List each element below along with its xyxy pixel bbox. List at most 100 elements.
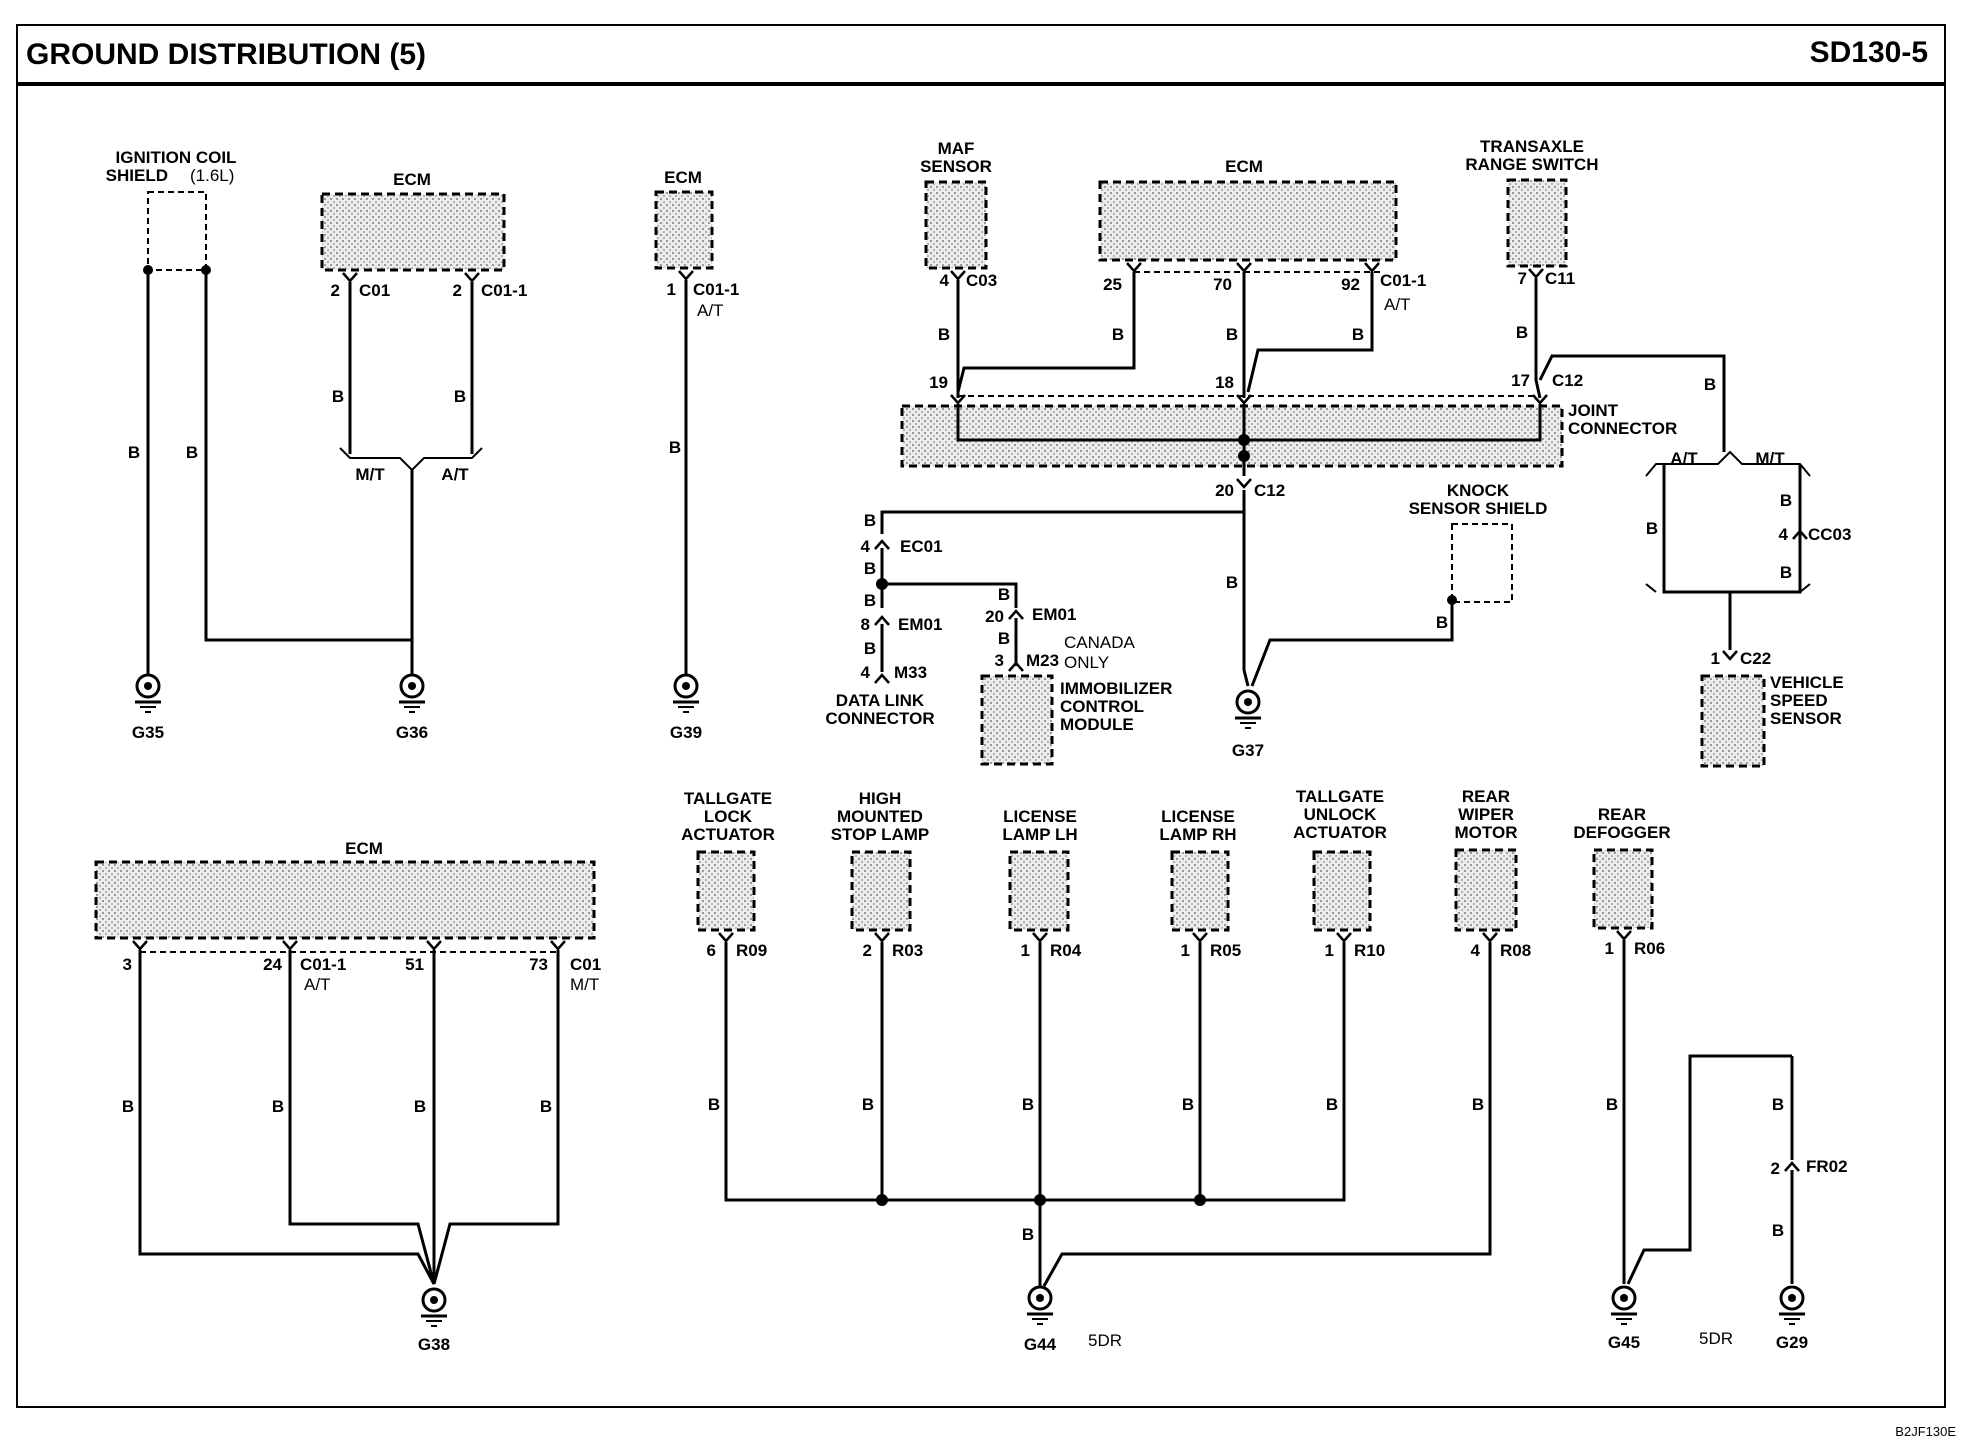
svg-text:KNOCK: KNOCK (1447, 481, 1510, 500)
document-id: B2JF130E (1895, 1424, 1956, 1439)
svg-text:C22: C22 (1740, 649, 1771, 668)
ecm-bottom-left: ECM (94, 839, 596, 940)
svg-text:IGNITION COIL: IGNITION COIL (116, 148, 237, 167)
svg-text:B: B (998, 585, 1010, 604)
svg-text:B: B (1112, 325, 1124, 344)
svg-text:C01-1: C01-1 (1380, 271, 1426, 290)
svg-text:M/T: M/T (355, 465, 385, 484)
svg-text:4: 4 (1779, 525, 1789, 544)
svg-text:C12: C12 (1254, 481, 1285, 500)
svg-text:G35: G35 (132, 723, 164, 742)
svg-text:1: 1 (1325, 941, 1334, 960)
joint-connector: JOINT CONNECTOR (900, 393, 1677, 476)
svg-text:B: B (669, 438, 681, 457)
ground-g29: G29 (1776, 1285, 1808, 1352)
svg-text:A/T: A/T (1670, 449, 1698, 468)
vehicle-speed-sensor: VEHICLE SPEED SENSOR (1700, 673, 1844, 768)
svg-text:C01-1: C01-1 (693, 280, 739, 299)
transaxle-range-switch: TRANSAXLE RANGE SWITCH (1465, 137, 1599, 268)
svg-text:20: 20 (1215, 481, 1234, 500)
section-code: SD130-5 (1809, 36, 1928, 69)
svg-text:1: 1 (1711, 649, 1720, 668)
svg-text:B: B (708, 1095, 720, 1114)
svg-text:ACTUATOR: ACTUATOR (1293, 823, 1387, 842)
svg-text:C01-1: C01-1 (481, 281, 527, 300)
svg-text:DEFOGGER: DEFOGGER (1573, 823, 1670, 842)
svg-text:A/T: A/T (697, 301, 723, 320)
svg-text:MODULE: MODULE (1060, 715, 1134, 734)
svg-text:73: 73 (529, 955, 548, 974)
svg-text:B: B (1436, 613, 1448, 632)
svg-text:B: B (1704, 375, 1716, 394)
svg-text:B: B (1182, 1095, 1194, 1114)
svg-text:ECM: ECM (345, 839, 383, 858)
svg-text:1: 1 (1181, 941, 1190, 960)
ignition-coil-shield: IGNITION COIL SHIELD (1.6L) (106, 148, 237, 275)
immobilizer-control-module: IMMOBILIZER CONTROL MODULE (980, 674, 1172, 766)
svg-text:TALLGATE: TALLGATE (1296, 787, 1384, 806)
svg-text:EC01: EC01 (900, 537, 943, 556)
svg-text:G37: G37 (1232, 741, 1264, 760)
svg-text:1: 1 (1605, 939, 1614, 958)
svg-text:MAF: MAF (938, 139, 975, 158)
svg-text:ECM: ECM (664, 168, 702, 187)
svg-text:B: B (1606, 1095, 1618, 1114)
svg-text:CONNECTOR: CONNECTOR (1568, 419, 1677, 438)
svg-text:B: B (186, 443, 198, 462)
svg-text:ECM: ECM (393, 170, 431, 189)
svg-text:24: 24 (263, 955, 282, 974)
svg-text:VEHICLE: VEHICLE (1770, 673, 1844, 692)
svg-text:G39: G39 (670, 723, 702, 742)
svg-text:2: 2 (863, 941, 872, 960)
svg-text:FR02: FR02 (1806, 1157, 1848, 1176)
svg-text:G36: G36 (396, 723, 428, 742)
svg-text:8: 8 (861, 615, 870, 634)
svg-text:ECM: ECM (1225, 157, 1263, 176)
svg-text:B: B (122, 1097, 134, 1116)
svg-text:SENSOR: SENSOR (920, 157, 992, 176)
svg-text:LAMP RH: LAMP RH (1159, 825, 1236, 844)
page-title: GROUND DISTRIBUTION (5) (26, 38, 426, 71)
svg-text:B: B (272, 1097, 284, 1116)
svg-text:B: B (540, 1097, 552, 1116)
svg-text:R06: R06 (1634, 939, 1665, 958)
svg-text:STOP LAMP: STOP LAMP (831, 825, 930, 844)
svg-text:RANGE SWITCH: RANGE SWITCH (1465, 155, 1598, 174)
diagram-frame (16, 24, 1946, 1408)
svg-text:M/T: M/T (570, 975, 599, 994)
ground-g36: G36 (396, 673, 428, 742)
svg-text:ONLY: ONLY (1064, 653, 1109, 672)
tallgate-unlock-actuator: TALLGATE UNLOCK ACTUATOR (1293, 787, 1387, 932)
ground-g44: G44 (1024, 1285, 1057, 1354)
svg-text:MOUNTED: MOUNTED (837, 807, 923, 826)
maf-sensor: MAF SENSOR (920, 139, 992, 270)
svg-text:LAMP LH: LAMP LH (1002, 825, 1077, 844)
svg-text:3: 3 (995, 651, 1004, 670)
svg-text:HIGH: HIGH (859, 789, 902, 808)
svg-text:REAR: REAR (1598, 805, 1646, 824)
svg-text:SHIELD: SHIELD (106, 166, 168, 185)
svg-text:1: 1 (667, 280, 676, 299)
svg-text:C01-1: C01-1 (300, 955, 346, 974)
svg-text:4: 4 (940, 271, 950, 290)
license-lamp-rh: LICENSE LAMP RH (1159, 807, 1237, 932)
svg-text:70: 70 (1213, 275, 1232, 294)
svg-text:LOCK: LOCK (704, 807, 753, 826)
svg-text:A/T: A/T (1384, 295, 1410, 314)
svg-text:C03: C03 (966, 271, 997, 290)
svg-text:18: 18 (1215, 373, 1234, 392)
svg-text:R08: R08 (1500, 941, 1531, 960)
svg-text:TRANSAXLE: TRANSAXLE (1480, 137, 1584, 156)
svg-text:B: B (1772, 1095, 1784, 1114)
svg-text:B: B (454, 387, 466, 406)
rear-wiper-motor: REAR WIPER MOTOR (1454, 787, 1518, 932)
svg-text:M23: M23 (1026, 651, 1059, 670)
ground-g35: G35 (132, 673, 164, 742)
ecm-center: ECM (1098, 157, 1398, 262)
svg-text:TALLGATE: TALLGATE (684, 789, 772, 808)
ecm-small: ECM (654, 168, 714, 270)
ground-g37: G37 (1232, 689, 1264, 760)
license-lamp-lh: LICENSE LAMP LH (1002, 807, 1078, 932)
svg-text:B: B (1772, 1221, 1784, 1240)
